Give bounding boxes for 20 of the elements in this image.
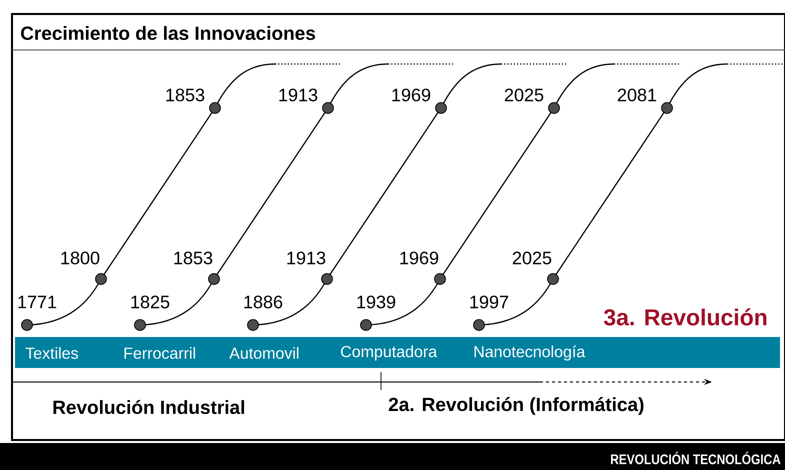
year-label: 1771 (18, 296, 56, 308)
year-label: 1997 (470, 296, 508, 308)
year-label: 1853 (166, 88, 204, 102)
year-label: 1913 (287, 252, 326, 264)
year-label: 1853 (174, 252, 212, 264)
year-label: 1969 (400, 252, 438, 264)
year-label: 1939 (357, 296, 396, 308)
year-label: 2081 (618, 88, 656, 102)
year-label: 1886 (244, 296, 282, 308)
era-label: Revolución Industrial (53, 400, 244, 414)
year-label: 1913 (279, 88, 318, 102)
era-label: 2a. Revolución (Informática) (388, 397, 644, 415)
year-label: 1969 (392, 88, 430, 102)
year-label: 2025 (504, 88, 544, 102)
footer-bar: REVOLUCIÓN TECNOLÓGICA (0, 443, 785, 470)
innovation-band: Textiles Ferrocarril Automovil Computadora Nanotecnología (15, 337, 780, 368)
year-label: 2025 (512, 252, 552, 264)
title: Crecimiento de las Innovaciones (21, 26, 316, 40)
year-label: 1800 (61, 252, 100, 264)
year-label: 1825 (131, 296, 170, 308)
